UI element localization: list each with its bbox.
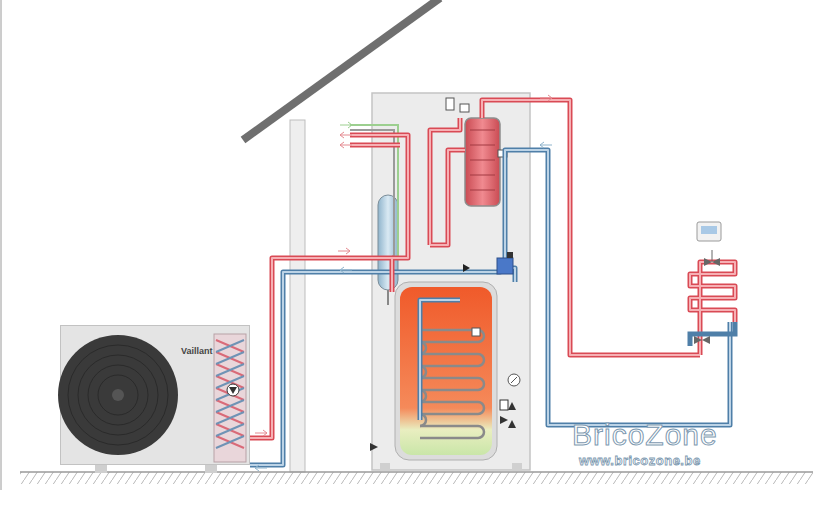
watermark-text: www.bricozone.be — [579, 453, 701, 468]
brand-logo-text: Vaillant — [181, 346, 213, 356]
watermark-text: BricoZone — [572, 418, 718, 452]
